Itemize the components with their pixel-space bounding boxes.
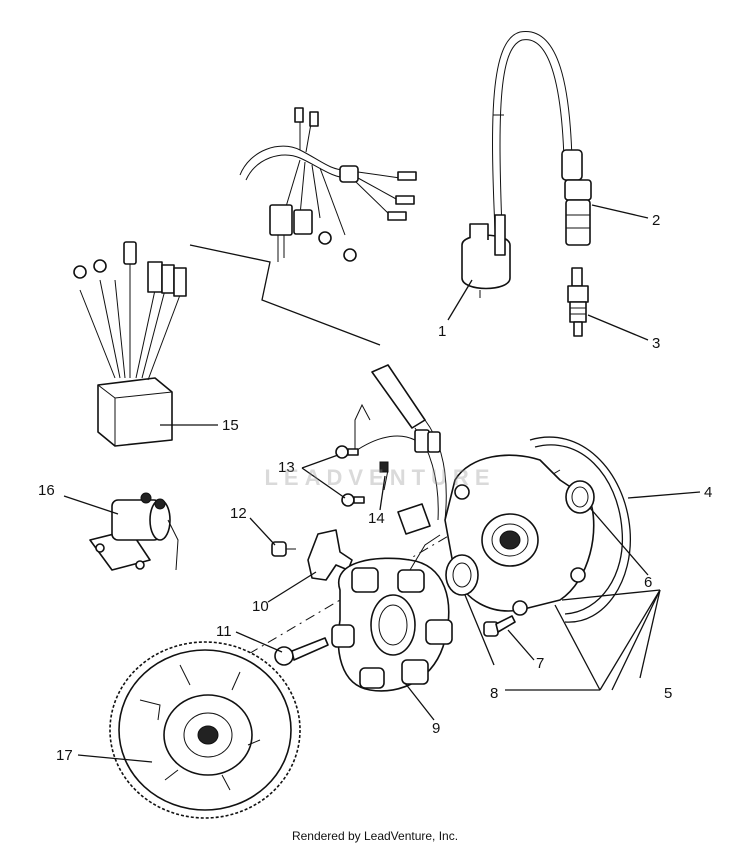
callout-13: 13	[278, 459, 295, 476]
callout-8: 8	[490, 685, 498, 702]
spark-plug	[567, 267, 589, 337]
callout-14: 14	[368, 510, 385, 527]
callout-5: 5	[664, 685, 672, 702]
spark-plug-cap	[561, 149, 592, 246]
flywheel	[109, 641, 301, 819]
callout-9: 9	[432, 720, 440, 737]
cdi-module	[73, 241, 187, 447]
starter-solenoid	[89, 492, 179, 571]
screw-13-lower	[341, 493, 365, 507]
callout-15: 15	[222, 417, 239, 434]
stator-lead-wires	[349, 364, 447, 521]
callout-2: 2	[652, 212, 660, 229]
callout-1: 1	[438, 323, 446, 340]
bolt-7	[483, 615, 516, 637]
callout-6: 6	[644, 574, 652, 591]
stator-housing	[444, 454, 595, 616]
screw-11	[274, 637, 329, 666]
callout-17: 17	[56, 747, 73, 764]
leader-lines	[63, 204, 701, 763]
watermark-logo: LEADVENTURE	[264, 465, 496, 490]
stator	[331, 534, 453, 692]
ignition-coil	[461, 31, 573, 298]
callouts: 1 2 3 4 5 6 7 8 9 10 11 12 13 14 15 16 1…	[38, 212, 712, 764]
callout-10: 10	[252, 598, 269, 615]
oil-seal-front	[445, 554, 479, 596]
callout-7: 7	[536, 655, 544, 672]
callout-16: 16	[38, 482, 55, 499]
callout-4: 4	[704, 484, 712, 501]
callout-11: 11	[216, 623, 232, 640]
footer-credit: Rendered by LeadVenture, Inc.	[291, 829, 459, 843]
callout-3: 3	[652, 335, 660, 352]
wiring-harness	[189, 107, 417, 346]
callout-12: 12	[230, 505, 247, 522]
o-ring	[529, 436, 631, 623]
oil-seal-rear	[565, 480, 595, 514]
pickup-coil	[379, 461, 431, 535]
screw-12	[271, 541, 296, 557]
screw-13-upper	[335, 445, 359, 459]
